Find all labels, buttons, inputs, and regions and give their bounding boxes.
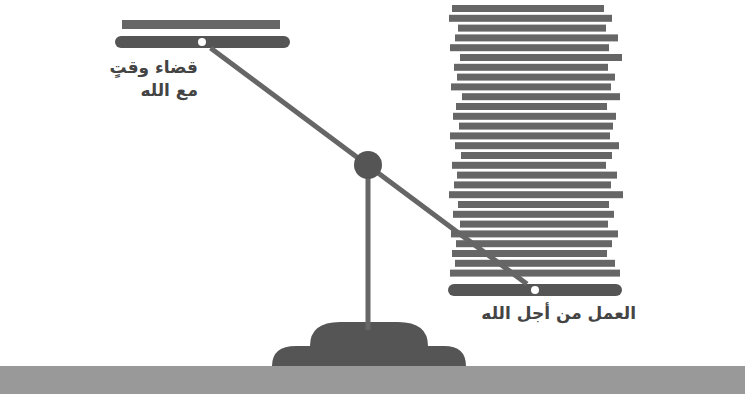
- book-bar: [456, 240, 612, 247]
- book-bar: [452, 5, 604, 12]
- pan-label: العمل من أجل الله: [481, 302, 636, 325]
- book-bar: [458, 25, 606, 32]
- book-bar: [457, 74, 615, 81]
- book-bar: [450, 44, 609, 51]
- book-bar: [462, 93, 620, 100]
- book-bar: [456, 103, 607, 110]
- book-bar: [450, 132, 610, 139]
- book-bar: [452, 162, 606, 169]
- book-bar: [455, 142, 619, 149]
- book-bar: [449, 15, 612, 22]
- book-bar: [454, 64, 608, 71]
- ground-bar: [0, 366, 745, 394]
- stand-post: [366, 162, 371, 330]
- book-bar: [461, 152, 612, 159]
- scale-pan: العمل من أجل الله: [448, 284, 622, 296]
- book-bar: [451, 83, 611, 90]
- balance-beam: [211, 48, 527, 284]
- book-bar: [455, 260, 615, 267]
- stand-base: [272, 322, 466, 366]
- book-bar: [449, 191, 623, 198]
- book-bar: [454, 181, 611, 188]
- book-bar: [453, 211, 614, 218]
- scale-pan: قضاء وقتٍ مع الله: [115, 36, 290, 48]
- book-bar: [457, 172, 617, 179]
- book-bar: [458, 201, 609, 208]
- book-bar: [455, 34, 618, 41]
- book-bar: [460, 221, 608, 228]
- edge-group: [211, 48, 527, 284]
- book-bar: [453, 113, 616, 120]
- pan-label: قضاء وقتٍ مع الله: [90, 56, 198, 102]
- book-bar: [452, 250, 607, 257]
- book-bar: [459, 123, 613, 130]
- book-bar: [460, 54, 622, 61]
- book-bar: [122, 20, 280, 29]
- book-stack: [449, 5, 623, 277]
- pivot-circle: [354, 151, 382, 179]
- book-bar: [451, 230, 618, 237]
- book-bar: [450, 270, 620, 277]
